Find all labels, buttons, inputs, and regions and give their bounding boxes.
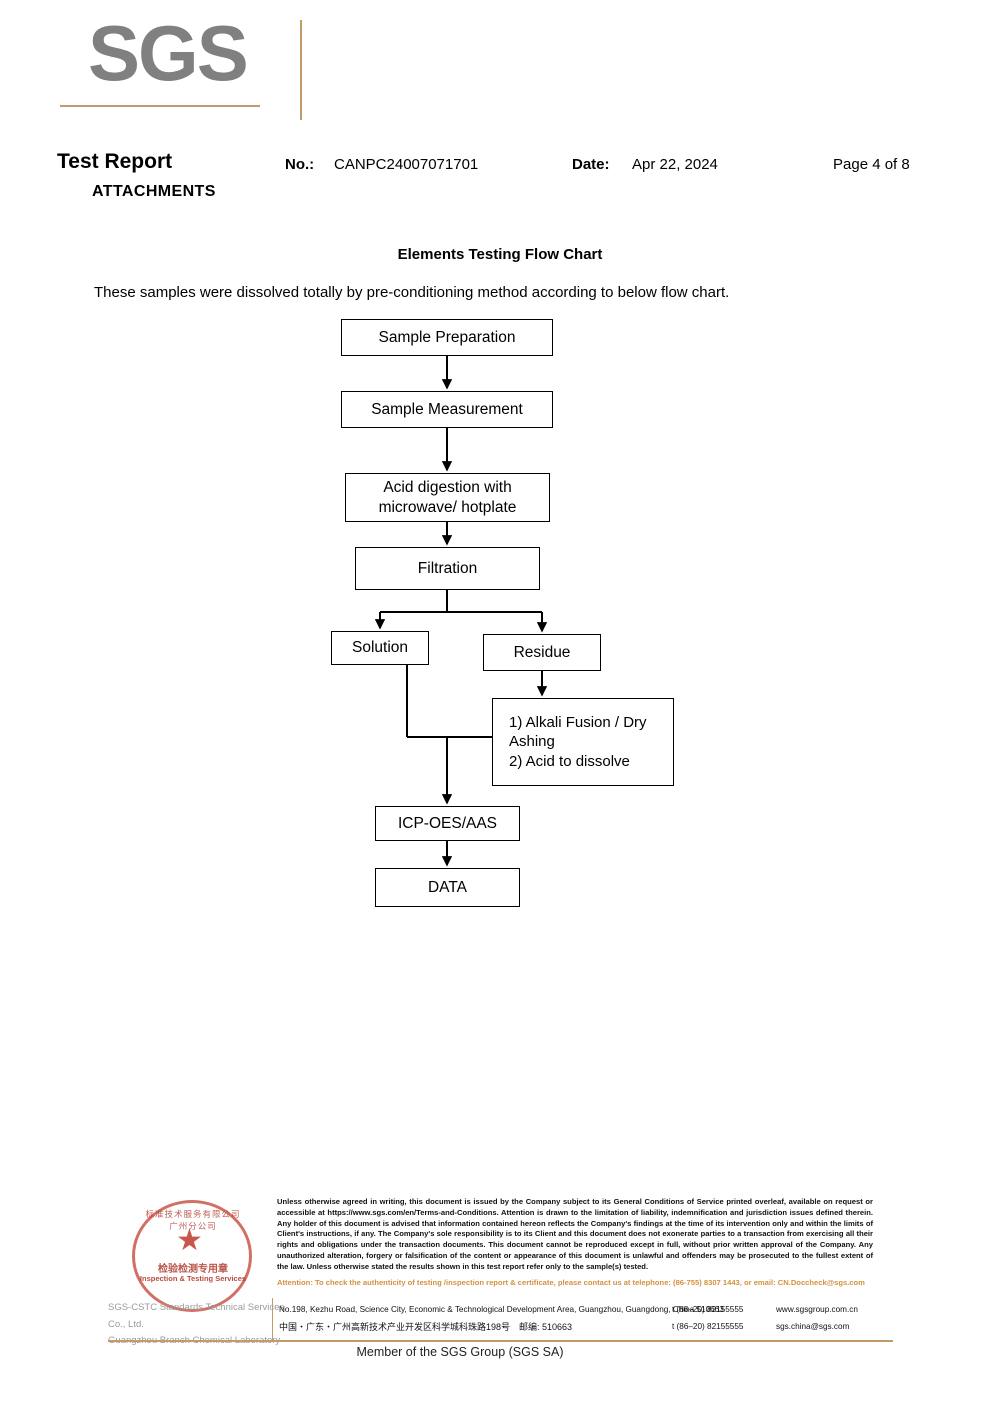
page-number: Page 4 of 8 <box>833 156 910 173</box>
flow-node-label: ICP-OES/AAS <box>397 814 498 832</box>
flow-node-residue: Residue <box>483 634 601 671</box>
telephone-english: t (86–20) 82155555 <box>672 1305 744 1314</box>
flow-node-label: Acid digestion with microwave/ hotplate <box>378 478 517 516</box>
flow-node-label: Sample Preparation <box>378 328 516 346</box>
seal-circle-outline <box>132 1200 252 1312</box>
telephone-chinese: t (86–20) 82155555 <box>672 1322 744 1331</box>
flow-node-label: Sample Measurement <box>371 400 523 418</box>
inspection-seal-stamp: 标准技术服务有限公司广州分公司 ★ 检验检测专用章 Inspection & T… <box>124 1198 264 1320</box>
member-of-sgs-group-text: Member of the SGS Group (SGS SA) <box>356 1345 564 1359</box>
flow-node-label: Residue <box>513 643 571 661</box>
flow-node-label: 1) Alkali Fusion / Dry Ashing 2) Acid to… <box>509 714 647 770</box>
flow-node-alkali-fusion: 1) Alkali Fusion / Dry Ashing 2) Acid to… <box>492 698 674 786</box>
flow-node-sample-measurement: Sample Measurement <box>341 391 553 428</box>
flow-node-sample-preparation: Sample Preparation <box>341 319 553 356</box>
flow-node-label: DATA <box>427 878 468 896</box>
seal-english-text: Inspection & Testing Services <box>139 1274 247 1283</box>
footer-vertical-divider <box>272 1298 274 1340</box>
flow-node-label: Solution <box>351 639 408 657</box>
seal-chinese-text: 检验检测专用章 <box>158 1264 228 1275</box>
address-row-chinese: 中国・广东・广州高新技术产业开发区科学城科珠路198号 邮编: 510663 t… <box>279 1318 899 1336</box>
report-date-label: Date: <box>572 156 610 173</box>
sgs-logo-text: SGS <box>88 9 249 97</box>
flow-node-filtration: Filtration <box>355 547 540 590</box>
attention-notice-text: Attention: To check the authenticity of … <box>277 1278 865 1287</box>
flow-node-solution: Solution <box>331 631 429 665</box>
flow-node-label: Filtration <box>417 559 478 577</box>
address-chinese: 中国・广东・广州高新技术产业开发区科学城科珠路198号 邮编: 510663 <box>279 1322 573 1332</box>
footer-horizontal-rule <box>108 1340 893 1342</box>
address-english: No.198, Kezhu Road, Science City, Econom… <box>279 1305 724 1314</box>
company-name-line1: SGS-CSTC Standards Technical Services Co… <box>108 1302 285 1330</box>
report-date-value: Apr 22, 2024 <box>632 156 718 173</box>
sgs-logo: SGS <box>60 14 320 120</box>
address-row-english: No.198, Kezhu Road, Science City, Econom… <box>279 1301 899 1319</box>
attachments-label: ATTACHMENTS <box>92 183 216 200</box>
page-title: Test Report <box>57 150 173 173</box>
report-number-value: CANPC24007071701 <box>334 156 479 173</box>
report-number-label: No.: <box>285 156 315 173</box>
report-header-row: Test Report ATTACHMENTS No.: CANPC240070… <box>0 150 1000 210</box>
flow-node-data: DATA <box>375 868 520 907</box>
legal-disclaimer-text: Unless otherwise agreed in writing, this… <box>277 1197 873 1271</box>
email-link[interactable]: sgs.china@sgs.com <box>776 1322 850 1331</box>
website-link[interactable]: www.sgsgroup.com.cn <box>776 1305 858 1314</box>
company-name-block: SGS-CSTC Standards Technical Services Co… <box>108 1300 288 1350</box>
flowchart-intro-text: These samples were dissolved totally by … <box>94 284 730 301</box>
address-contact-block: No.198, Kezhu Road, Science City, Econom… <box>279 1301 899 1337</box>
star-icon: ★ <box>176 1224 203 1257</box>
flowchart-title: Elements Testing Flow Chart <box>397 246 603 263</box>
seal-arc-text: 标准技术服务有限公司广州分公司 <box>145 1209 241 1231</box>
logo-horizontal-rule <box>60 105 260 107</box>
flow-node-icp-oes-aas: ICP-OES/AAS <box>375 806 520 841</box>
flow-node-acid-digestion: Acid digestion with microwave/ hotplate <box>345 473 550 522</box>
logo-vertical-rule <box>300 20 302 120</box>
